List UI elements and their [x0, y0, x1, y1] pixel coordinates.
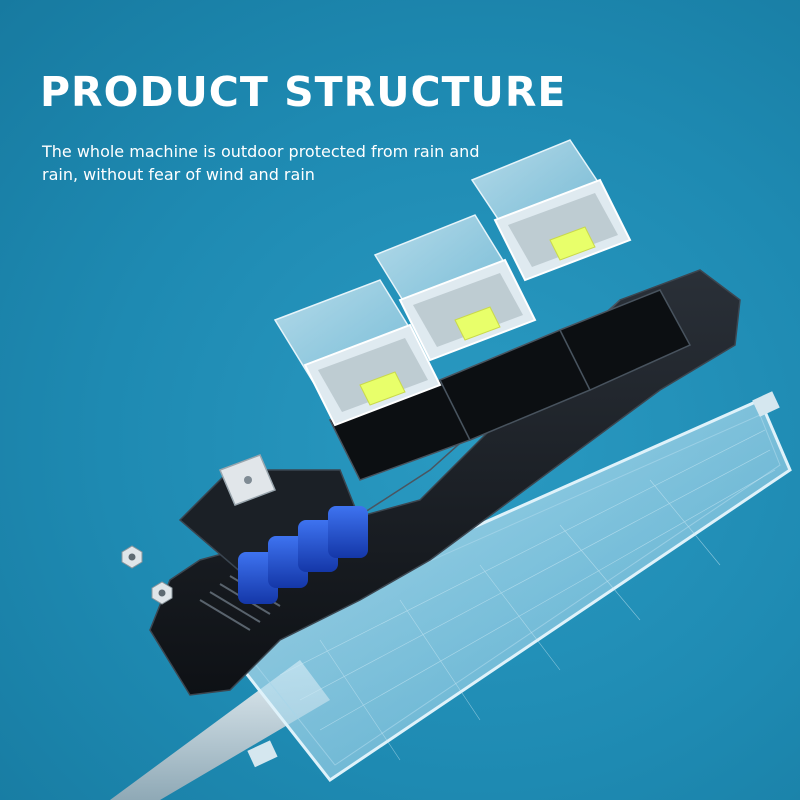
page-subtitle: The whole machine is outdoor protected f…: [42, 142, 480, 184]
housing: [149, 269, 741, 696]
led-module: [470, 139, 632, 282]
mounting-bracket: [219, 454, 276, 506]
battery-cell: [328, 506, 368, 558]
page-title: PRODUCT STRUCTURE: [40, 68, 567, 116]
led-module: [373, 214, 537, 362]
battery-pack: [238, 506, 368, 604]
led-module: [273, 279, 442, 427]
nut: [151, 581, 173, 605]
led-chip: [454, 306, 501, 341]
led-chip: [359, 371, 406, 406]
nut: [121, 545, 143, 569]
led-chip: [549, 226, 596, 261]
solar-panel: [217, 391, 792, 783]
